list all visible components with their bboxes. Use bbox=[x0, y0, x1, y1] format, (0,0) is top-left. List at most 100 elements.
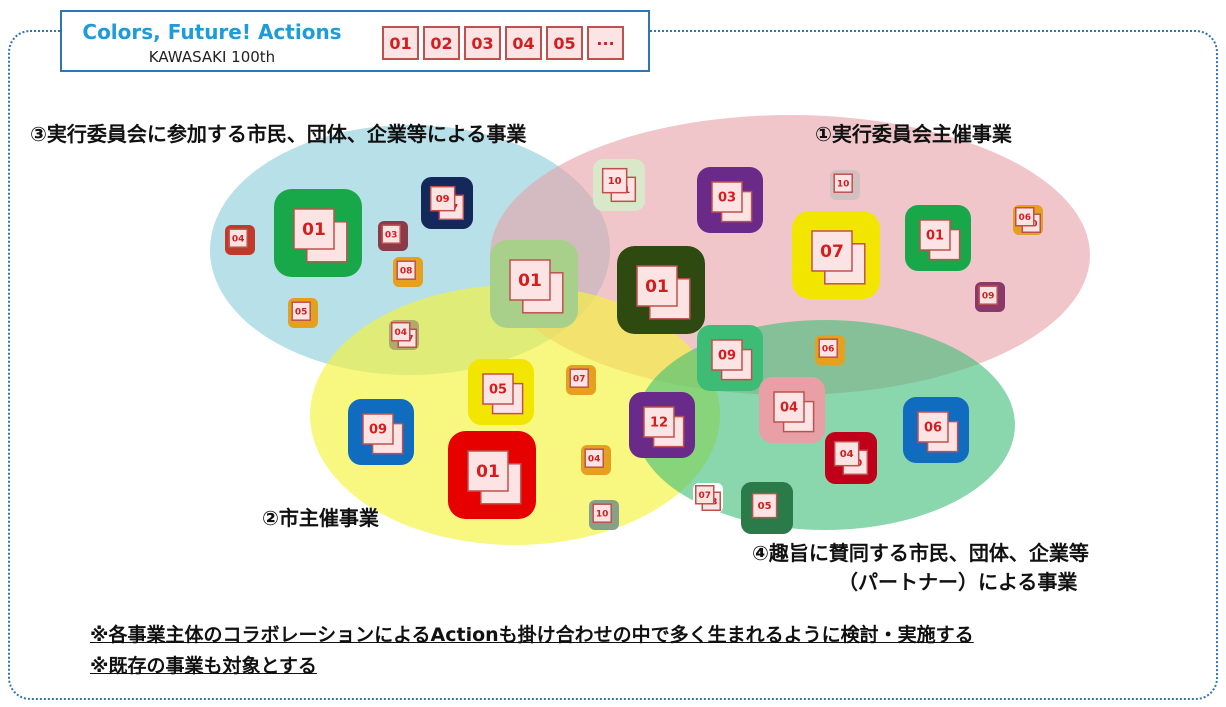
circle-2-label: ②市主催事業 bbox=[262, 506, 379, 530]
action-tile-front bbox=[695, 485, 715, 505]
action-tile: 06 bbox=[903, 397, 969, 463]
action-number: 10 bbox=[837, 179, 850, 189]
action-tile-front bbox=[711, 339, 743, 371]
action-tile-front bbox=[569, 368, 589, 388]
action-number: 01 bbox=[476, 462, 500, 482]
action-tile: 1004 bbox=[825, 432, 877, 484]
action-tile: 09 bbox=[697, 325, 763, 391]
action-number: 01 bbox=[302, 220, 326, 240]
circle-1-label: ①実行委員会主催事業 bbox=[815, 122, 1012, 146]
number-tile: 03 bbox=[464, 26, 501, 60]
action-number: 05 bbox=[295, 307, 308, 317]
action-number: 04 bbox=[840, 449, 854, 460]
action-tile-front bbox=[917, 411, 949, 443]
action-number: 09 bbox=[982, 291, 995, 301]
action-number: 09 bbox=[436, 194, 450, 205]
action-tile: 05 bbox=[741, 482, 793, 534]
action-tile: 09 bbox=[975, 282, 1005, 312]
action-tile-front bbox=[291, 301, 311, 321]
action-number: 05 bbox=[758, 501, 772, 512]
action-tile-front bbox=[818, 338, 838, 358]
action-tile-front bbox=[811, 230, 853, 272]
action-tile: 06 bbox=[815, 335, 845, 365]
action-tile: 01 bbox=[905, 205, 971, 271]
circle-3-label: ③実行委員会に参加する市民、団体、企業等による事業 bbox=[30, 122, 527, 146]
action-tile: 10 bbox=[589, 500, 619, 530]
action-tile-front bbox=[601, 167, 628, 194]
action-tile: 0704 bbox=[389, 320, 419, 350]
action-number: 05 bbox=[489, 383, 507, 398]
action-number: 03 bbox=[718, 191, 736, 206]
action-tile: 07 bbox=[792, 211, 880, 299]
number-tile: 02 bbox=[423, 26, 460, 60]
brand-subtitle: KAWASAKI 100th bbox=[148, 48, 276, 66]
note-collaboration: ※各事業主体のコラボレーションによるActionも掛け合わせの中で多く生まれるよ… bbox=[90, 624, 974, 646]
action-tile: 01 bbox=[490, 240, 578, 328]
action-tile: 12 bbox=[629, 392, 695, 458]
action-number: 06 bbox=[822, 344, 835, 354]
action-number: 04 bbox=[780, 401, 798, 416]
action-tile-front bbox=[1015, 207, 1035, 227]
action-tile-front bbox=[429, 185, 456, 212]
action-tile-front bbox=[833, 440, 860, 467]
action-tile: 1006 bbox=[1013, 205, 1043, 235]
action-number: 03 bbox=[385, 230, 398, 240]
circle-4-label-line2: （パートナー）による事業 bbox=[838, 570, 1078, 594]
action-tile: 09 bbox=[348, 399, 414, 465]
action-tile-front bbox=[509, 259, 551, 301]
action-tile: 03 bbox=[378, 221, 408, 251]
action-tile-front bbox=[643, 406, 675, 438]
action-tile-front bbox=[396, 260, 416, 280]
action-tile-front bbox=[391, 322, 411, 342]
action-tile-front bbox=[381, 224, 401, 244]
circle-4-label-line1: ④趣旨に賛同する市民、団体、企業等 bbox=[752, 541, 1089, 565]
action-tile: 04 bbox=[225, 225, 255, 255]
action-number: 09 bbox=[369, 423, 387, 438]
action-tile-front bbox=[773, 391, 805, 423]
action-tile: 0307 bbox=[693, 483, 723, 513]
action-tile-front bbox=[228, 228, 248, 248]
action-tile: 01 bbox=[274, 189, 362, 277]
action-tile-front bbox=[467, 450, 509, 492]
action-tile: 01 bbox=[448, 431, 536, 519]
action-number: 10 bbox=[596, 509, 609, 519]
number-tile: 01 bbox=[382, 26, 419, 60]
header-box: Colors, Future! Actions KAWASAKI 100th 0… bbox=[60, 10, 650, 72]
number-tile: ··· bbox=[587, 26, 624, 60]
action-tile-front bbox=[362, 413, 394, 445]
action-tile-front bbox=[592, 503, 612, 523]
action-tile: 0110 bbox=[593, 159, 645, 211]
action-tile: 07 bbox=[566, 365, 596, 395]
action-tile-front bbox=[978, 285, 998, 305]
action-number: 06 bbox=[924, 421, 942, 436]
action-tile: 05 bbox=[468, 359, 534, 425]
number-tile: 04 bbox=[505, 26, 542, 60]
action-tile: 05 bbox=[288, 298, 318, 328]
action-number: 04 bbox=[232, 234, 245, 244]
action-tiles: 0107090403080507040110031007011006090101… bbox=[225, 159, 1043, 534]
action-number: 01 bbox=[926, 229, 944, 244]
number-tile: 05 bbox=[546, 26, 583, 60]
action-tile: 04 bbox=[759, 377, 825, 443]
action-tile: 10 bbox=[830, 170, 860, 200]
action-tile-front bbox=[293, 208, 335, 250]
action-number: 07 bbox=[573, 374, 586, 384]
action-number: 08 bbox=[400, 266, 413, 276]
action-tile-front bbox=[919, 219, 951, 251]
action-number: 07 bbox=[698, 491, 711, 501]
action-tile-front bbox=[833, 173, 853, 193]
action-number: 01 bbox=[645, 277, 669, 297]
action-number: 10 bbox=[608, 176, 622, 187]
action-tile-front bbox=[584, 448, 604, 468]
action-number: 04 bbox=[394, 328, 407, 338]
number-strip: 01 02 03 04 05 ··· bbox=[382, 26, 624, 60]
action-tile-front bbox=[751, 492, 778, 519]
action-tile-front bbox=[482, 373, 514, 405]
action-number: 01 bbox=[518, 271, 542, 291]
action-tile-front bbox=[711, 181, 743, 213]
action-tile: 04 bbox=[581, 445, 611, 475]
action-tile: 03 bbox=[697, 167, 763, 233]
action-number: 04 bbox=[588, 454, 601, 464]
